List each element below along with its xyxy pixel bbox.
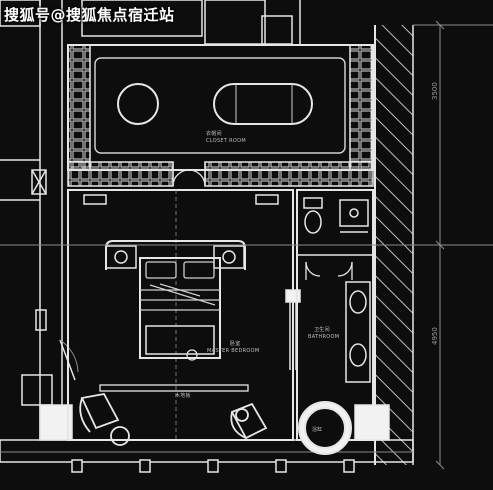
bedroom-label-en: MASTER BEDROOM [207, 348, 260, 354]
lounge-chair-right [230, 402, 268, 440]
bed-covers [140, 283, 220, 355]
lounge-chair-left [79, 392, 130, 446]
wardrobe-right [349, 44, 373, 171]
bath-door [305, 261, 353, 280]
shower [339, 199, 369, 233]
wardrobe-bottom-right [204, 161, 374, 187]
column [354, 404, 390, 441]
bedroom-label: 卧室 [230, 341, 241, 347]
watermark: 搜狐号@搜狐焦点宿迁站 [4, 6, 175, 24]
floor-note: 木地板 [175, 393, 191, 399]
rug-marker [186, 349, 198, 361]
dimension-lines [0, 20, 493, 470]
bathtub [298, 401, 352, 455]
washroom-label-en: BATHROOM [308, 334, 340, 340]
tv-cabinet [99, 384, 249, 392]
double-door [172, 162, 206, 187]
closet-room [67, 44, 374, 171]
closet-island [94, 57, 346, 154]
bedroom [67, 189, 294, 441]
window-mullions [71, 459, 355, 473]
washroom-label: 卫生间 [314, 327, 330, 333]
bottom-wall [0, 439, 414, 463]
wardrobe-left [67, 44, 91, 171]
island-bench [213, 83, 313, 125]
vanity [345, 281, 371, 383]
wardrobe-bottom-left [67, 161, 174, 187]
ottoman [117, 83, 159, 125]
closet-room-label-en: CLOSET ROOM [206, 138, 246, 144]
bed [139, 257, 221, 359]
closet-room-label: 衣帽间 [206, 131, 222, 137]
left-wall [0, 0, 73, 441]
bathtub-label: 浴缸 [312, 427, 323, 433]
dimension-upper: 3500 [431, 82, 439, 100]
top-fragments [0, 0, 301, 45]
bathroom [296, 189, 374, 441]
toilet [303, 197, 323, 234]
dimension-lower: 4950 [431, 327, 439, 345]
